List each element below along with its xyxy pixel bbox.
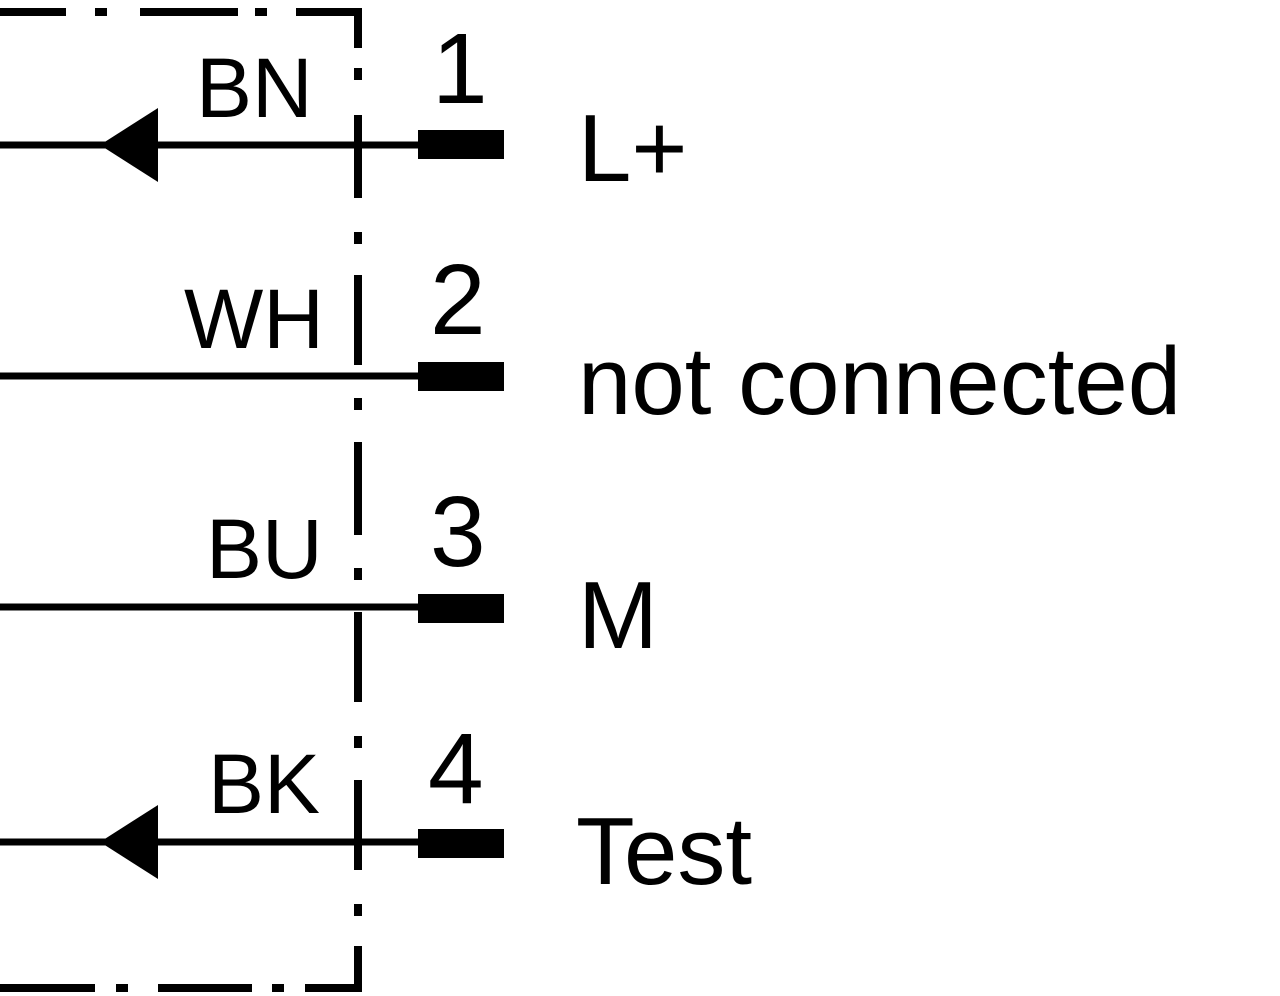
pin-row-3: BU 3 M	[0, 476, 658, 669]
signal-name: L+	[578, 95, 687, 202]
wire-color-code: WH	[184, 272, 324, 366]
arrow-icon	[100, 805, 158, 879]
signal-name: Test	[576, 798, 752, 905]
pin-terminal	[418, 362, 504, 391]
pin-number: 3	[430, 476, 486, 588]
pin-terminal	[418, 594, 504, 623]
pin-number: 1	[432, 13, 488, 125]
signal-name: not connected	[578, 328, 1181, 435]
pin-number: 2	[430, 244, 486, 356]
wire-color-code: BK	[208, 737, 320, 831]
signal-name: M	[578, 562, 658, 669]
pin-terminal	[418, 130, 504, 159]
pin-terminal	[418, 829, 504, 858]
pin-row-4: BK 4 Test	[0, 713, 752, 905]
pin-row-1: BN 1 L+	[0, 13, 687, 202]
wire-color-code: BU	[206, 502, 323, 596]
wire-color-code: BN	[196, 41, 313, 135]
arrow-icon	[100, 108, 158, 182]
pin-number: 4	[428, 713, 484, 825]
pin-row-2: WH 2 not connected	[0, 244, 1181, 435]
housing-boundary	[0, 8, 362, 992]
